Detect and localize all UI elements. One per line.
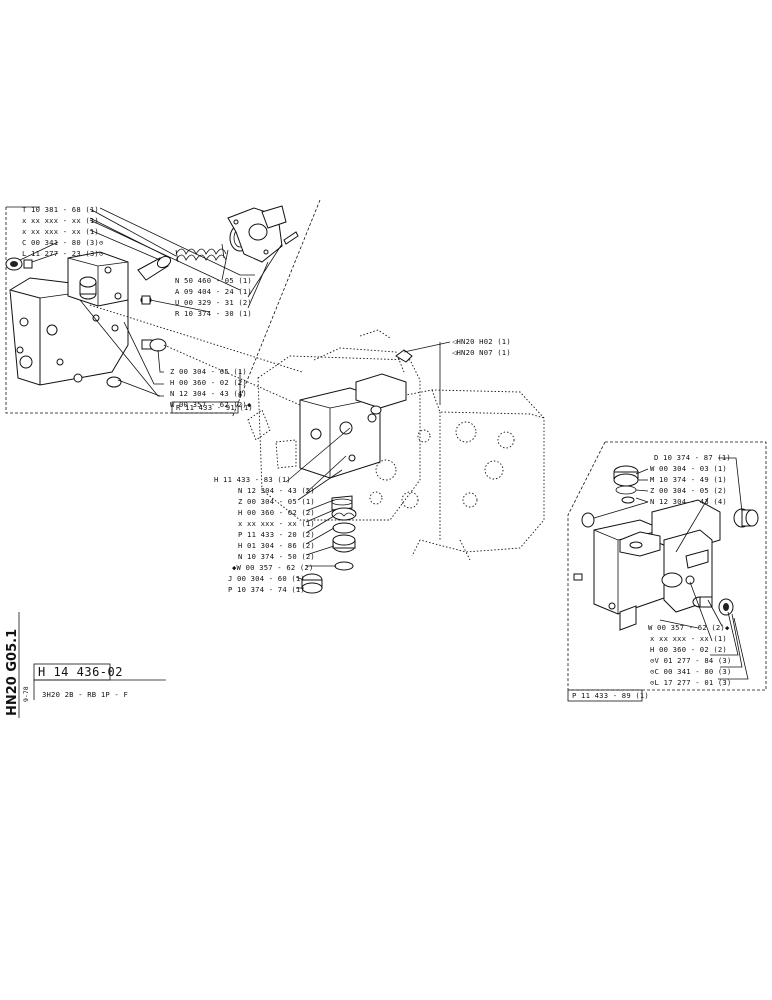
flange-cover — [227, 205, 287, 263]
part-label: ⊝C 00 341 - 80 (3) — [650, 667, 732, 676]
right-detail-group: D 10 374 - 87 (1) W 00 304 - 03 (1) M 10… — [567, 441, 767, 702]
part-label: A 09 404 - 24 (1) — [175, 287, 252, 296]
projection-line — [163, 344, 353, 429]
drawing-number: H 14 436-02 — [38, 665, 123, 679]
part-label: P 11 433 - 20 (2) — [238, 530, 315, 539]
assembly-label-box — [567, 689, 643, 702]
spring — [175, 243, 227, 263]
side-code-small: 9-78 — [22, 686, 30, 702]
left-detail-frame-diagonal — [231, 199, 321, 419]
part-label: ⊝L 17 277 - 01 (3) — [650, 678, 732, 687]
part-label: N 12 304 - 43 (5) — [238, 486, 315, 495]
assembly-label-box — [171, 401, 239, 414]
part-label: P 10 374 - 74 (1) — [228, 585, 305, 594]
left-detail-frame — [5, 207, 233, 414]
part-label: U 00 329 - 31 (2) — [175, 298, 252, 307]
left-plug-caps — [5, 257, 33, 271]
part-label: H 11 433 - 83 (1) — [214, 475, 291, 484]
part-label: R 10 374 - 30 (1) — [175, 309, 252, 318]
part-label: M 10 374 - 49 (1) — [650, 475, 727, 484]
left-valve-block — [9, 251, 129, 386]
part-label: x xx xxx - xx (1) — [22, 227, 99, 236]
part-label: N 50 460 - 05 (1) — [175, 276, 252, 285]
right-valve-block — [573, 499, 734, 631]
part-label: Z 00 304 - 05 (1) — [170, 367, 247, 376]
part-label: x xx xxx - xx (1) — [238, 519, 315, 528]
right-part-labels: D 10 374 - 87 (1) W 00 304 - 03 (1) M 10… — [567, 453, 732, 702]
center-part-labels: ◁HN20 H02 (1) ◁HN20 N07 (1) H 11 433 - 8… — [214, 337, 511, 594]
plunger-cylinder — [137, 255, 172, 281]
part-label: C 00 341 - 80 (3)⊝ — [22, 238, 104, 247]
part-label: W 00 357 - 62 (2)◆ — [648, 623, 730, 632]
part-label: Z 00 304 - 05 (2) — [650, 486, 727, 495]
right-detail-frame — [567, 441, 642, 691]
part-label: N 12 304 - 43 (4) — [170, 389, 247, 398]
center-assembly-group: ◁HN20 H02 (1) ◁HN20 N07 (1) H 11 433 - 8… — [214, 329, 545, 594]
part-label: H 00 360 - 02 (2) — [238, 508, 315, 517]
reference-label: ◁HN20 N07 (1) — [452, 348, 511, 357]
assembly-label: P 11 433 - 89 (1) — [572, 691, 649, 700]
part-label: D 10 374 - 87 (1) — [654, 453, 731, 462]
part-label: H 01 304 - 86 (2) — [238, 541, 315, 550]
part-label: Z 00 304 - 05 (1) — [238, 497, 315, 506]
title-block: HN20 G05.1 9-78 H 14 436-02 3H20 2B - RB… — [5, 612, 166, 718]
part-label: W 00 304 - 03 (1) — [650, 464, 727, 473]
part-label: T 10 381 - 68 (1) — [22, 205, 99, 214]
left-small-fittings — [106, 295, 167, 388]
part-label: ◆W 00 357 - 62 (2) — [232, 563, 314, 572]
center-valve-block — [299, 349, 413, 479]
center-fittings-stack — [301, 495, 357, 594]
left-part-labels: T 10 381 - 68 (1) x xx xxx - xx (1) x xx… — [22, 205, 253, 414]
part-label: x xx xxx - xx (1) — [650, 634, 727, 643]
side-code: HN20 G05.1 — [5, 629, 20, 716]
part-label: W 00 357 - 62 (2)◆ — [170, 400, 252, 409]
right-leader-lines — [593, 457, 749, 680]
drawing-subtitle: 3H20 2B - RB 1P - F — [42, 690, 128, 699]
part-label: x xx xxx - xx (1) — [22, 216, 99, 225]
right-detail-frame-top — [605, 441, 767, 690]
part-label: H 00 360 - 02 (2) — [650, 645, 727, 654]
part-label: H 00 360 - 02 (2) — [170, 378, 247, 387]
part-label: ⊝V 01 277 - 84 (3) — [650, 656, 732, 665]
left-leader-lines — [19, 207, 283, 398]
part-label: J 00 304 - 60 (1) — [228, 574, 305, 583]
part-label: N 12 304 - 43 (4) — [650, 497, 727, 506]
bolt — [283, 231, 299, 245]
assembly-label: R 11 433 - 91 (1) — [176, 403, 253, 412]
left-detail-group: T 10 381 - 68 (1) x xx xxx - xx (1) x xx… — [5, 199, 353, 429]
part-label: L 11 277 - 23 (3)⊝ — [22, 249, 104, 258]
reference-label: ◁HN20 H02 (1) — [452, 337, 511, 346]
ghost-valve-housing — [247, 329, 545, 561]
center-leader-lines — [285, 341, 451, 589]
part-label: N 10 374 - 50 (2) — [238, 552, 315, 561]
